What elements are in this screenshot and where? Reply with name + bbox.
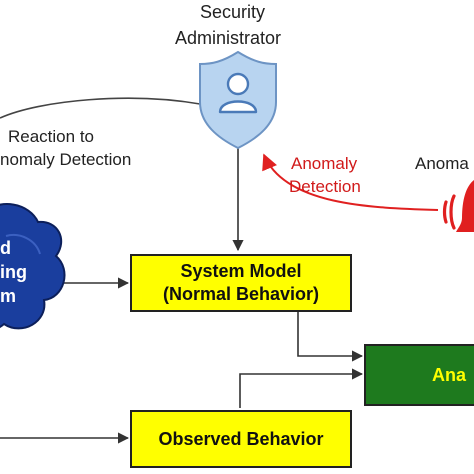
- cloud-label-line1: d: [0, 238, 11, 258]
- reaction-edge: [0, 97, 201, 119]
- security-admin-title-line1: Security: [200, 2, 266, 22]
- analyzer-box: Ana: [364, 344, 474, 406]
- analyzer-label: Ana: [432, 364, 467, 385]
- shield-user-icon: [199, 50, 277, 150]
- system-model-box: System Model (Normal Behavior): [130, 254, 352, 312]
- cloud-label-line3: m: [0, 286, 17, 306]
- security-admin-title-line2: Administrator: [175, 28, 282, 48]
- anomaly-detection-label-line1: Anomaly: [291, 154, 358, 173]
- system-model-line1: System Model: [180, 261, 302, 281]
- anomaly-right-label: Anoma: [415, 154, 469, 173]
- reaction-label-line2: nomaly Detection: [0, 150, 132, 169]
- anomaly-detection-label-line2: Detection: [289, 177, 361, 196]
- observed-to-analyzer-arrow: [239, 368, 364, 408]
- reaction-label-line1: Reaction to: [8, 127, 94, 146]
- model-to-analyzer-arrow: [297, 312, 364, 362]
- system-model-line2: (Normal Behavior): [162, 284, 320, 304]
- anomaly-detection-arrow: [262, 153, 439, 211]
- alarm-icon: [442, 180, 474, 232]
- cloud-icon: [0, 203, 66, 330]
- observed-behavior-box: Observed Behavior: [130, 410, 352, 468]
- observed-behavior-label: Observed Behavior: [158, 428, 324, 449]
- cloud-label-line2: ing: [0, 262, 27, 282]
